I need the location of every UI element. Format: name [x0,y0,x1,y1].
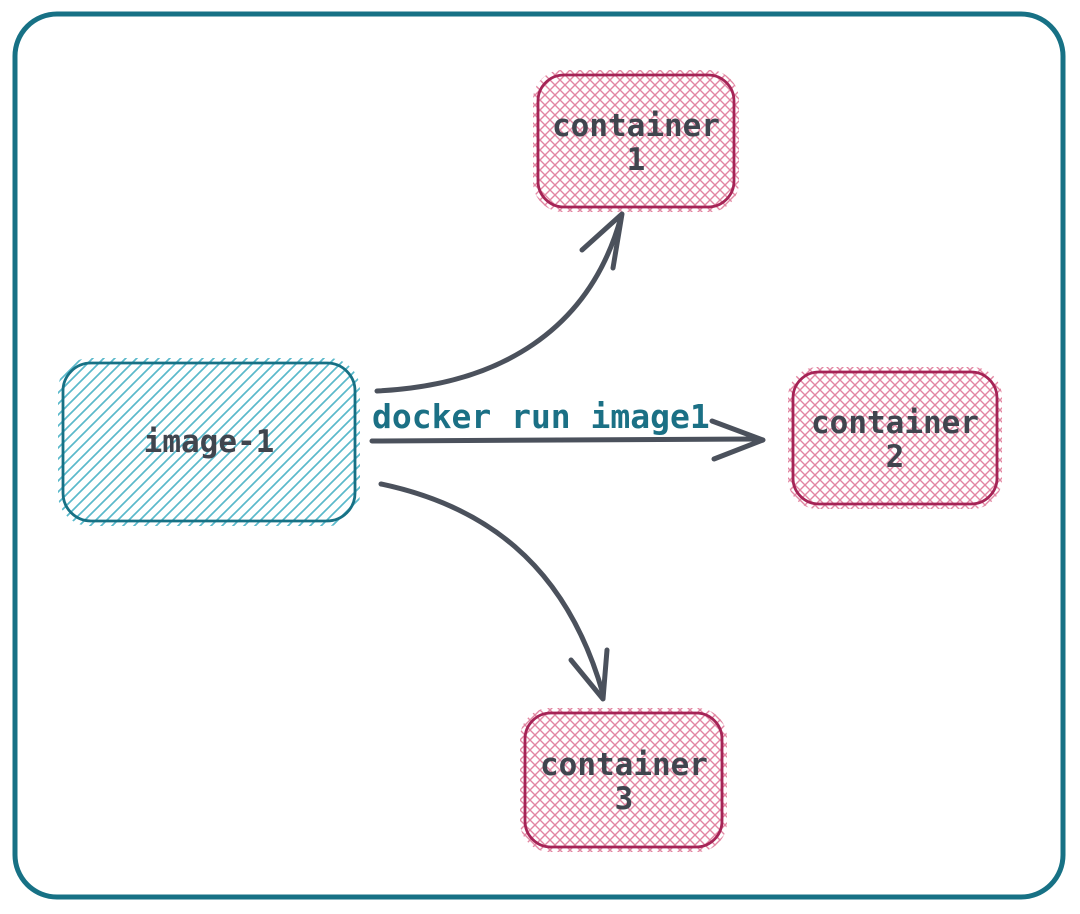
container-3-label-line2: 3 [615,781,634,817]
arrow-3-head [568,647,610,702]
container-3-border [523,711,724,849]
arrow-1-shaft [374,214,624,394]
container-3-label-line1: container [540,747,708,783]
node-container-2: container 2 [788,367,1002,509]
container-1-hatch-fill [533,70,739,212]
docker-run-label: docker run image1 [372,397,710,436]
container-2-hatch-fill [788,367,1002,509]
arrow-2-head [709,418,766,462]
container-1-label-line2: 1 [627,142,646,178]
container-2-label-line1: container [811,405,979,441]
image-1-hatch-fill [58,358,360,526]
node-container-1: container 1 [533,70,739,212]
arrow-3-shaft [378,481,606,697]
outer-frame-border [12,11,1066,900]
arrow-image-to-container-1 [374,211,625,394]
node-container-3: container 3 [520,708,727,852]
arrow-1-head [579,211,625,271]
arrow-image-to-container-3 [378,481,610,702]
image-1-border [61,361,357,523]
arrow-2-shaft [369,436,759,444]
container-1-label-line1: container [552,108,720,144]
container-3-hatch-fill [520,708,727,852]
node-image-1: image-1 [58,358,360,526]
image-1-label: image-1 [144,424,275,460]
container-2-label-line2: 2 [886,439,905,475]
arrow-image-to-container-2 [369,418,766,462]
container-1-border [536,73,736,209]
container-2-border [791,370,999,506]
